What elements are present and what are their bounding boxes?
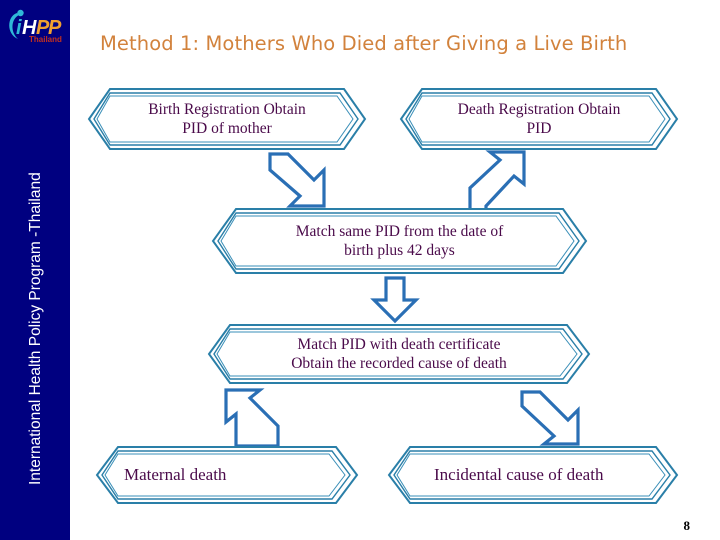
arrow-birth-to-match: [262, 150, 334, 212]
svg-text:Thailand: Thailand: [29, 35, 62, 44]
hexagon-shape: [399, 88, 679, 150]
ihpp-logo-icon: i H P P Thailand: [9, 9, 62, 44]
flow-box-death-registration[interactable]: Death Registration Obtain PID: [399, 88, 679, 150]
flow-box-maternal-death[interactable]: Maternal death: [95, 446, 359, 504]
sidebar-vertical-title: International Health Policy Program -Tha…: [0, 0, 70, 540]
bent-arrow-up-left-icon: [224, 388, 280, 448]
bent-arrow-up-right-icon: [468, 150, 526, 212]
arrow-certificate-to-maternal-death: [224, 388, 302, 450]
arrow-down-icon: [370, 276, 420, 324]
arrow-death-to-match: [462, 150, 534, 212]
ihpp-logo: i H P P Thailand: [3, 4, 69, 46]
sidebar-vertical-title-text: International Health Policy Program -Tha…: [27, 172, 44, 485]
arrow-certificate-to-incidental: [516, 388, 594, 450]
hexagon-shape: [95, 446, 359, 504]
flow-box-match-same-pid[interactable]: Match same PID from the date of birth pl…: [211, 208, 588, 274]
page-title: Method 1: Mothers Who Died after Giving …: [100, 32, 628, 55]
svg-text:H: H: [22, 17, 37, 39]
page-number: 8: [683, 518, 691, 533]
flow-box-match-pid-death-certificate[interactable]: Match PID with death certificate Obtain …: [207, 324, 591, 384]
hexagon-shape: [207, 324, 591, 384]
hexagon-shape: [387, 446, 679, 504]
hexagon-shape: [211, 208, 588, 274]
bent-arrow-down-right-icon: [520, 390, 580, 446]
sidebar: i H P P Thailand International Health Po…: [0, 0, 70, 540]
bent-arrow-down-right-icon: [268, 152, 326, 208]
flow-box-incidental-cause-of-death[interactable]: Incidental cause of death: [387, 446, 679, 504]
flow-box-birth-registration[interactable]: Birth Registration Obtain PID of mother: [87, 88, 367, 150]
svg-text:P: P: [48, 17, 62, 39]
svg-text:i: i: [16, 17, 22, 39]
svg-text:P: P: [36, 17, 50, 39]
hexagon-shape: [87, 88, 367, 150]
arrow-match-to-certificate: [368, 276, 424, 324]
